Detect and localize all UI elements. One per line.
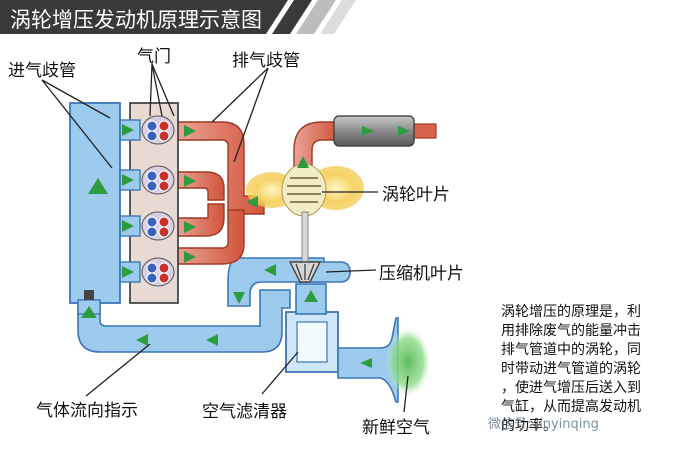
callout-lines [41, 63, 409, 413]
compressor [288, 261, 322, 283]
arrow-runner-2 [122, 174, 134, 186]
label-intake-manifold: 进气歧管 [8, 61, 76, 81]
arrow-exh-4 [184, 251, 196, 263]
arrow-compressor-out [264, 264, 276, 276]
description-line: 涡轮增压的原理是，利 [501, 304, 641, 320]
watermark: 微信号: jinyinqing [488, 417, 599, 432]
arrow-tail [398, 126, 410, 136]
description-line: 的功率。 [501, 418, 557, 434]
intake-plenum [69, 102, 121, 315]
description-line: ，使进气增压后送入到 [501, 380, 641, 396]
turbo-shaft [301, 211, 309, 263]
label-compressor-blade: 压缩机叶片 [379, 264, 464, 284]
turbine [246, 163, 364, 217]
flow-arrows [81, 124, 410, 368]
intake-horn [337, 317, 430, 403]
valve-set-2 [141, 165, 175, 195]
description-line: 气缸，从而提高发动机 [501, 399, 641, 415]
arrow-horn-in [360, 358, 372, 368]
arrow-muffler [362, 126, 374, 136]
arrow-exh-1 [184, 125, 196, 137]
label-fresh-air: 新鲜空气 [362, 418, 430, 438]
arrow-exh-3 [184, 221, 196, 233]
description-line: 用排除废气的能量冲击 [501, 323, 641, 339]
arrow-return-1 [206, 334, 218, 346]
arrow-turbine-left [246, 196, 258, 208]
arrow-turbine-up [297, 156, 309, 168]
title-bar [0, 0, 356, 34]
valve-sets [141, 115, 175, 287]
description-text: 涡轮增压的原理是，利 用排除废气的能量冲击 排气管道中的涡轮，同 时带动进气管道… [501, 303, 667, 436]
arrow-return-2 [136, 334, 148, 346]
arrow-exh-2 [184, 175, 196, 187]
description-line: 排气管道中的涡轮，同 [501, 342, 641, 358]
arrow-plenum [88, 178, 108, 194]
valve-set-3 [141, 211, 175, 241]
arrow-runner-4 [122, 266, 134, 278]
label-valve: 气门 [137, 47, 171, 67]
description-line: 时带动进气管道的涡轮 [501, 361, 641, 377]
valve-set-1 [141, 115, 175, 145]
label-air-filter: 空气滤清器 [202, 402, 287, 422]
arrow-runner-1 [122, 124, 134, 136]
arrow-runner-3 [122, 220, 134, 232]
air-filter [285, 283, 339, 373]
arrow-down-left [233, 292, 245, 304]
exhaust-pipe [175, 121, 437, 265]
valve-set-4 [141, 257, 175, 287]
arrow-filter-up [304, 290, 318, 302]
diagram-title: 涡轮增压发动机原理示意图 [10, 8, 262, 32]
arrow-up-plenum [81, 306, 97, 318]
label-turbine-blade: 涡轮叶片 [382, 185, 450, 205]
label-flow-direction: 气体流向指示 [36, 401, 138, 421]
label-exhaust-manifold: 排气歧管 [232, 51, 300, 71]
